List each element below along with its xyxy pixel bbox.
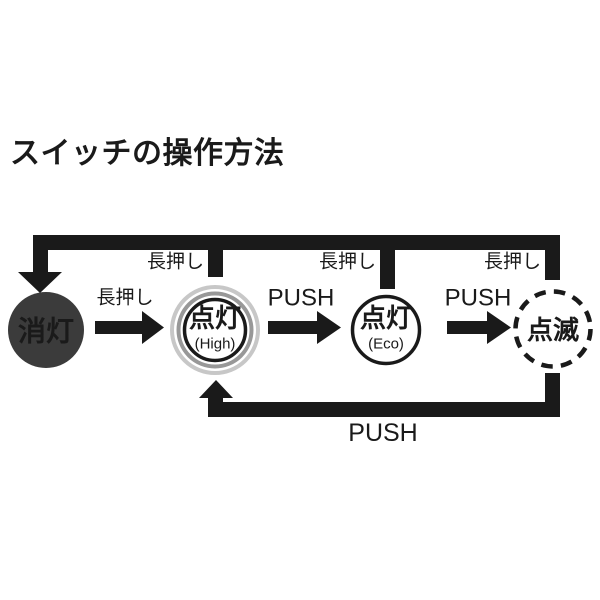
edge-eco-to-blink: PUSH [445,285,512,344]
long-press-label-eco: 長押し [319,251,376,273]
edge-off-high-label: 長押し [96,287,153,309]
edge-off-to-high: 長押し [95,287,164,344]
return-rail-drop-from-blink [545,248,560,280]
push-return-label: PUSH [348,419,417,447]
edge-high-to-eco: PUSH [268,285,341,344]
high-sublabel: (High) [195,336,236,353]
arrow-right-icon [268,311,341,344]
return-arrowhead-to-high-icon [199,380,233,398]
blink-label: 点滅 [527,315,579,345]
push-return-path: PUSH [199,373,560,447]
arrow-right-icon [95,311,164,344]
eco-sublabel: (Eco) [368,336,404,353]
push-return-bottom-bar [208,402,560,417]
long-press-label-high: 長押し [147,251,204,273]
node-blink: 点滅 [513,289,593,369]
edge-eco-blink-label: PUSH [445,285,512,312]
return-rail-left-leg [33,248,48,274]
off-circle [8,292,84,368]
eco-circle [350,294,422,366]
eco-label: 点灯 [360,303,412,333]
page-title: スイッチの操作方法 [10,137,285,170]
high-glow-inner-ring [176,291,254,369]
edge-high-eco-label: PUSH [268,285,335,312]
high-label: 点灯 [189,303,241,333]
blink-dashed-circle [513,289,593,369]
push-return-left-leg [208,396,223,406]
return-arrowhead-to-off-icon [18,272,62,293]
arrow-right-icon [447,311,511,344]
off-label: 消灯 [18,316,74,347]
node-on-eco: 点灯 (Eco) [350,294,422,366]
node-off: 消灯 [8,292,84,368]
node-on-high: 点灯 (High) [170,285,260,375]
long-press-label-blink: 長押し [484,251,541,273]
long-press-return-rail: 長押し 長押し 長押し [18,235,560,293]
return-rail-drop-from-high [208,248,223,277]
high-circle [182,297,248,363]
return-rail-drop-from-eco [380,248,395,289]
return-rail-top-bar [33,235,560,250]
high-glow-outer-ring [170,285,260,375]
